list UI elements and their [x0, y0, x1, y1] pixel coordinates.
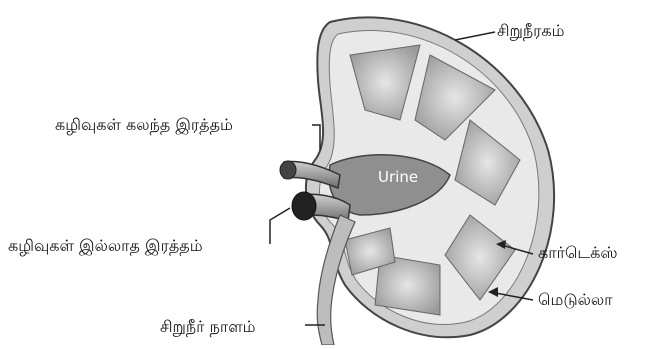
renal-vein-opening	[292, 192, 316, 220]
label-medulla: மெடுல்லா	[538, 290, 613, 310]
label-kidney: சிறுநீரகம்	[497, 21, 565, 41]
renal-artery-opening	[280, 161, 296, 179]
label-cortex: கார்டெக்ஸ்	[538, 243, 618, 263]
urine-text: Urine	[378, 168, 418, 186]
label-blood-without-waste: கழிவுகள் இல்லாத இரத்தம்	[8, 236, 203, 256]
label-ureter: சிறுநீர் நாளம்	[160, 317, 256, 337]
label-blood-with-waste: கழிவுகள் கலந்த இரத்தம்	[55, 115, 233, 135]
